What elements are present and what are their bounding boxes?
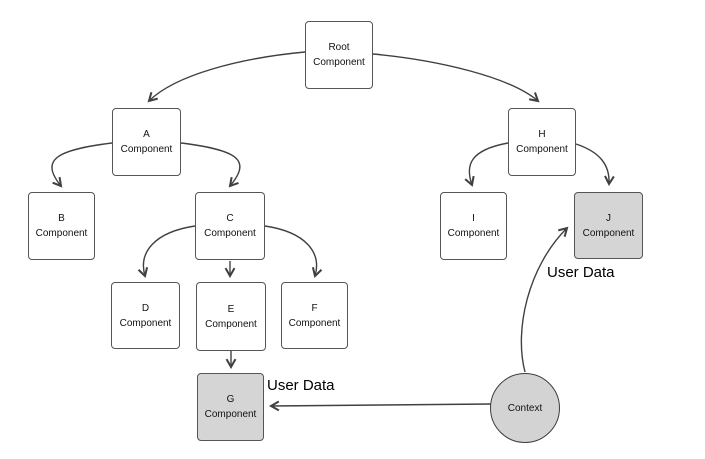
node-sublabel: Component xyxy=(313,57,365,68)
node-label: F xyxy=(311,302,318,314)
node-sublabel: Component xyxy=(447,228,500,239)
edge-h-i xyxy=(464,142,509,187)
edge-context-g xyxy=(268,400,493,412)
node-a-component: A Component xyxy=(112,108,181,176)
node-label: Root xyxy=(328,42,350,53)
edge-context-j xyxy=(520,226,569,373)
node-e-component: E Component xyxy=(196,282,266,351)
node-b-component: B Component xyxy=(28,192,95,260)
edge-a-b xyxy=(51,142,113,188)
node-g-component-shaded: G Component xyxy=(197,373,264,441)
node-label: C xyxy=(226,213,234,224)
node-label: G xyxy=(226,394,235,405)
node-label: B xyxy=(58,213,65,224)
node-sublabel: Component xyxy=(120,144,173,155)
node-label: J xyxy=(606,212,611,224)
node-label: E xyxy=(227,303,235,315)
node-label: I xyxy=(472,213,475,224)
node-d-component: D Component xyxy=(111,282,180,349)
user-data-annotation-g: User Data xyxy=(267,377,335,394)
node-label: D xyxy=(141,302,150,314)
node-sublabel: Component xyxy=(204,228,256,239)
node-c-component: C Component xyxy=(195,192,265,260)
node-i-component: I Component xyxy=(440,192,507,260)
node-root-component: Root Component xyxy=(305,21,373,89)
node-sublabel: Component xyxy=(204,409,257,420)
node-sublabel: Component xyxy=(119,317,172,329)
edge-h-j xyxy=(575,143,615,187)
node-h-component: H Component xyxy=(508,108,576,176)
node-label: H xyxy=(538,129,546,140)
node-sublabel: Component xyxy=(288,317,341,329)
node-sublabel: Component xyxy=(205,318,257,330)
node-j-component-shaded: J Component xyxy=(574,192,643,259)
edge-a-c xyxy=(180,142,241,188)
edge-c-f xyxy=(264,225,323,278)
edge-root-a xyxy=(147,51,306,103)
node-sublabel: Component xyxy=(582,227,635,239)
edge-c-d xyxy=(137,225,196,278)
node-context-circle: Context xyxy=(490,373,560,443)
node-sublabel: Component xyxy=(516,144,568,155)
user-data-annotation-j: User Data xyxy=(547,264,615,281)
context-label: Context xyxy=(507,402,543,414)
node-f-component: F Component xyxy=(281,282,348,349)
node-label: A xyxy=(143,129,150,140)
node-sublabel: Component xyxy=(35,228,88,239)
edge-root-h xyxy=(372,53,540,103)
